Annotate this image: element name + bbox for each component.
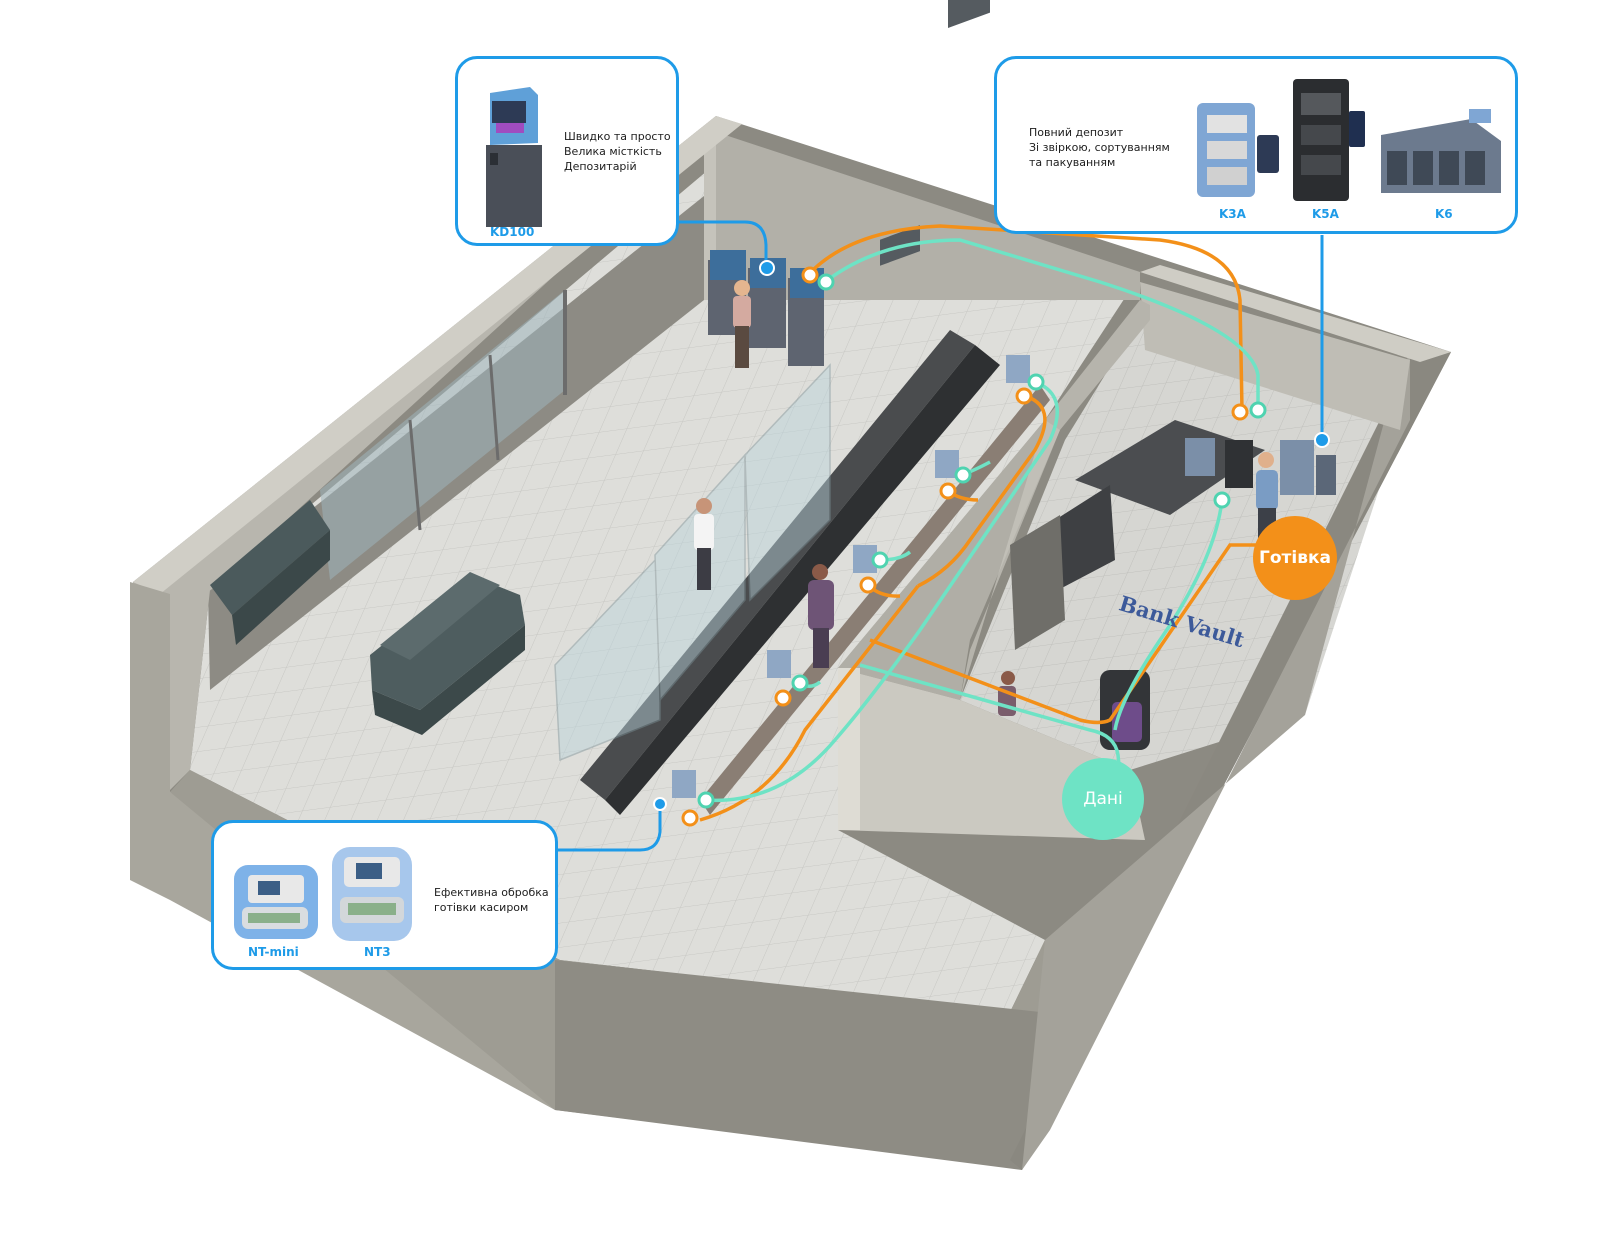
nt-mini-machine-icon (234, 865, 318, 939)
data-flow-lines (704, 238, 1260, 803)
vault-wall-back (1140, 282, 1410, 430)
kd100-kiosk-icon (486, 87, 542, 227)
glass-front (320, 290, 565, 580)
k5a-machine-icon (1293, 79, 1365, 201)
hall-floor (190, 160, 1130, 1012)
back-wall-right (704, 128, 1140, 300)
sorters-callout: Повний депозит Зі звіркою, сортуванням т… (994, 56, 1518, 234)
kd100-kiosks (708, 250, 824, 366)
outer-wall-left (133, 116, 716, 790)
kd100-description: Швидко та просто Велика місткість Депози… (564, 130, 671, 173)
outer-wall-top-right (1140, 265, 1451, 362)
nt3-machine-icon (332, 847, 412, 941)
counters-description: Ефективна обробка готівки касиром (434, 886, 549, 914)
cash-flow-nodes (681, 266, 1249, 827)
callout-links (558, 220, 1324, 852)
data-badge: Дані (1062, 758, 1144, 840)
data-flow-nodes (697, 273, 1267, 809)
counting-machines (672, 355, 1030, 798)
outer-wall-front-right (555, 960, 1040, 1170)
k6-machine-icon (1381, 109, 1501, 193)
cash-flow-lines (699, 224, 1270, 822)
k6-label: K6 (1435, 207, 1453, 221)
outer-wall-right-face (1022, 352, 1410, 1170)
inner-wall-corner (838, 668, 860, 830)
k5a-label: K5A (1312, 207, 1339, 221)
k3a-machine-icon (1197, 103, 1279, 197)
kd100-label: KD100 (490, 225, 535, 239)
sorters-description: Повний депозит Зі звіркою, сортуванням т… (1029, 126, 1170, 169)
vault-desk (1010, 420, 1336, 650)
k3a-label: K3A (1219, 207, 1246, 221)
teller-counter (580, 330, 1050, 815)
nt-mini-label: NT-mini (248, 945, 299, 959)
sofa-left (210, 500, 330, 645)
nt3-label: NT3 (364, 945, 391, 959)
kd100-callout: Швидко та просто Велика місткість Депози… (455, 56, 679, 246)
sofa-center (370, 572, 525, 735)
vault-partition (960, 300, 1150, 700)
counters-callout: Ефективна обробка готівки касиром NT-min… (211, 820, 558, 970)
cash-badge: Готівка (1253, 516, 1337, 600)
